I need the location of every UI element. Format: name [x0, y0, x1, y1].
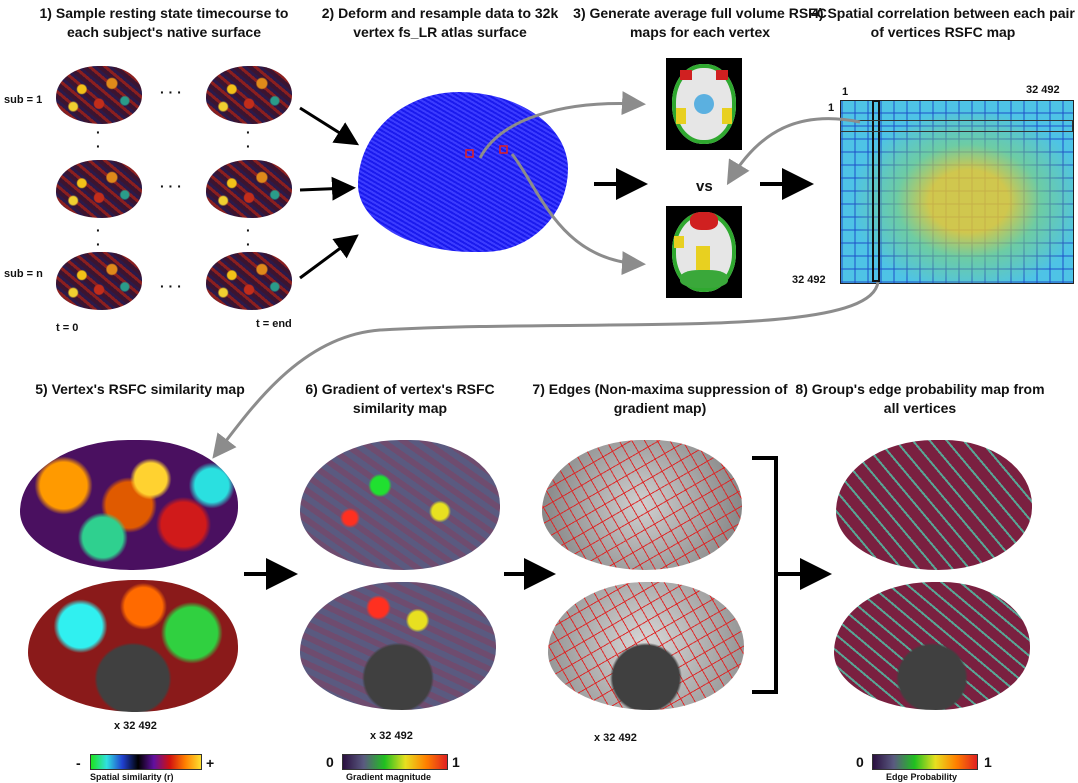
gradient-map-medial-brain	[300, 582, 496, 710]
similarity-colorbar-min: -	[76, 755, 81, 771]
rsfc-map-top	[666, 58, 742, 150]
hdots-row3: · · ·	[160, 278, 182, 294]
red-vertex-marker-2	[499, 145, 508, 154]
step-5-title: 5) Vertex's RSFC similarity map	[35, 381, 245, 397]
edge-colorbar-max: 1	[984, 754, 992, 770]
arrow-submid-to-atlas	[299, 176, 356, 201]
matrix-top-left-label: 1	[842, 86, 849, 98]
rsfc-map-bottom	[666, 206, 742, 298]
multiplier-step5: x 32 492	[114, 720, 157, 732]
step-4-title: 4) Spatial correlation between each pair…	[811, 5, 1075, 40]
hdots-row1: · · ·	[160, 84, 182, 100]
edge-probability-lateral-brain	[836, 440, 1032, 570]
vdots-left-1: ·	[96, 124, 101, 140]
gray-arrow-matrix-to-step5	[212, 281, 880, 459]
similarity-map-lateral-brain	[20, 440, 238, 570]
step-8-title: 8) Group's edge probability map from all…	[795, 381, 1045, 416]
vdots-right-4: ·	[246, 236, 251, 252]
arrow-subn-to-atlas	[299, 234, 359, 280]
edge-colorbar	[872, 754, 978, 770]
subject-n-tend-brain	[206, 252, 292, 310]
edge-probability-medial-brain	[834, 582, 1030, 710]
step-3-title: 3) Generate average full volume RSFC map…	[573, 5, 827, 40]
gradient-colorbar-min: 0	[326, 754, 334, 770]
vdots-right-3: ·	[246, 222, 251, 238]
subject-mid-t0-brain	[56, 160, 142, 218]
subject-n-t0-brain	[56, 252, 142, 310]
subject-1-tend-brain	[206, 66, 292, 124]
subject-last-label: sub = n	[4, 268, 43, 280]
edge-colorbar-label: Edge Probability	[886, 772, 958, 782]
subject-first-label: sub = 1	[4, 94, 43, 106]
gray-arrow-matrix-to-vs	[726, 117, 861, 186]
time-start-label: t = 0	[56, 322, 79, 334]
similarity-map-medial-brain	[28, 580, 238, 712]
vdots-left-4: ·	[96, 236, 101, 252]
matrix-left-top-label: 1	[828, 102, 835, 114]
matrix-top-right-label: 32 492	[1026, 84, 1060, 96]
vdots-right-1: ·	[246, 124, 251, 140]
matrix-selected-column	[872, 100, 880, 282]
edge-colorbar-min: 0	[856, 754, 864, 770]
matrix-bottom-left-label: 32 492	[792, 274, 826, 286]
similarity-colorbar-label: Spatial similarity (r)	[90, 772, 174, 782]
similarity-colorbar	[90, 754, 202, 770]
edges-lateral-brain	[542, 440, 742, 570]
vdots-left-2: ·	[96, 138, 101, 154]
subject-1-t0-brain	[56, 66, 142, 124]
vdots-left-3: ·	[96, 222, 101, 238]
gradient-colorbar-label: Gradient magnitude	[346, 772, 432, 782]
gradient-colorbar	[342, 754, 448, 770]
arrow-sub1-to-atlas	[299, 106, 360, 146]
vs-label: vs	[696, 178, 713, 195]
gradient-colorbar-max: 1	[452, 754, 460, 770]
time-end-label: t = end	[256, 318, 292, 330]
red-vertex-marker-1	[465, 149, 474, 158]
step-1-title: 1) Sample resting state timecourse to ea…	[39, 5, 289, 40]
step-7-title: 7) Edges (Non-maxima suppression of grad…	[532, 381, 788, 416]
multiplier-step7: x 32 492	[594, 732, 637, 744]
matrix-selected-row	[840, 120, 1073, 132]
multiplier-step6: x 32 492	[370, 730, 413, 742]
edges-medial-brain	[548, 582, 744, 710]
bracket-step7	[752, 456, 778, 694]
gray-arrow-vertex-to-bottom-map	[510, 153, 646, 276]
gray-arrow-vertex-to-top-map	[478, 91, 646, 159]
similarity-colorbar-max: +	[206, 755, 215, 771]
gradient-map-lateral-brain	[300, 440, 500, 570]
vdots-right-2: ·	[246, 138, 251, 154]
subject-mid-tend-brain	[206, 160, 292, 218]
atlas-surface-brain	[358, 92, 568, 252]
step-2-title: 2) Deform and resample data to 32k verte…	[321, 5, 559, 40]
hdots-row2: · · ·	[160, 178, 182, 194]
step-6-title: 6) Gradient of vertex's RSFC similarity …	[305, 381, 495, 416]
